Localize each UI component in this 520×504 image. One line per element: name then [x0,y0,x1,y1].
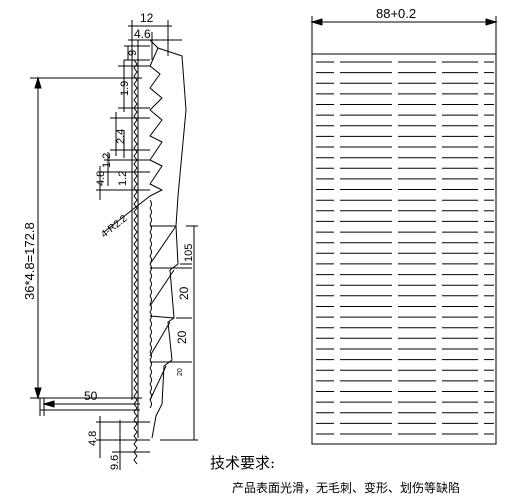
profile-outer-edge [151,47,187,439]
dim-50 [39,398,140,416]
dim-bottom [96,416,150,470]
left-view-labels: 36*4.8=172.8 12 4.6 9 1.9 2.4 1.2 4.8 1.… [22,11,195,470]
profile-upper-teeth [149,39,164,197]
dim-right-width-label: 88+0.2 [376,6,416,21]
left-view [30,20,198,470]
profile-lower-teeth [149,225,177,401]
profile-serrated-edge [133,59,138,465]
dim-4-8-bottom-label: 4.8 [87,431,99,446]
dim-1-2b-label: 1.2 [117,171,129,186]
dim-radius-leader [103,195,151,233]
dim-105-label: 105 [183,244,195,262]
dim-radius-label: 4-R2.2 [99,213,130,240]
dim-1-2-label: 1.2 [101,153,113,168]
dim-right-stack [160,225,198,441]
dim-9-6-label: 9.6 [109,455,121,470]
tech-requirements-title: 技术要求: [210,454,276,472]
tech-requirements-text: 产品表面光滑，无毛刺、变形、划伤等缺陷 [232,481,461,495]
dim-20c-label: 20 [177,368,184,376]
dim-total-label: 36*4.8=172.8 [22,222,37,300]
tech-requirements: 技术要求: 产品表面光滑，无毛刺、变形、划伤等缺陷 [210,452,510,496]
dim-2-4-label: 2.4 [115,129,127,144]
dim-top-offset-label: 4.6 [134,27,151,41]
slot-rows [316,61,494,435]
dim-top-offset [128,32,182,60]
dim-4-8-label: 4.8 [95,171,107,186]
dim-1-9-label: 1.9 [119,81,131,96]
dim-top-width-label: 12 [140,11,154,25]
dim-total-height [30,76,142,400]
dim-9-label: 9 [127,50,139,56]
dim-20a-label: 20 [177,286,191,300]
profile-lower-wave [149,199,152,409]
front-frame [311,21,497,445]
dim-20b-label: 20 [175,330,189,344]
dim-9 [124,45,150,61]
dim-2-4 [96,112,150,200]
right-view [310,16,498,445]
dim-50-label: 50 [84,389,98,403]
